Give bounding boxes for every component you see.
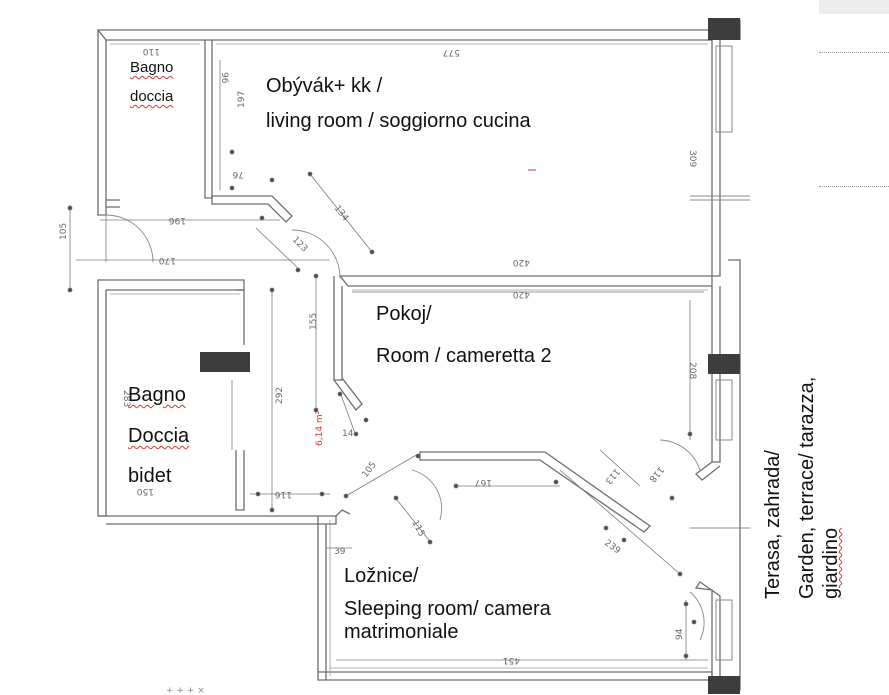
room-label-pokoj-1: Pokoj/ xyxy=(376,303,432,325)
pillar xyxy=(708,18,740,40)
area-label: 6,14 m² xyxy=(315,410,325,446)
dim-label: 239 xyxy=(602,538,622,556)
dim-label: 14 xyxy=(342,429,354,439)
room-label-loznice-3: matrimoniale xyxy=(344,621,459,643)
dim-label: 116 xyxy=(275,489,292,499)
door-swing xyxy=(105,214,154,263)
room-label-bagno-large-3: bidet xyxy=(128,465,172,487)
wall-room-left xyxy=(333,276,343,381)
wall-bath-bottom xyxy=(106,199,120,208)
dim-label: 420 xyxy=(513,289,530,299)
wall-left-bath xyxy=(97,30,107,216)
wall-diagonal xyxy=(419,451,652,533)
dim-label: 76 xyxy=(232,169,244,179)
dim-label: 150 xyxy=(137,486,154,496)
door-swing xyxy=(689,591,705,641)
dim-label: 113 xyxy=(603,466,622,486)
room-label-loznice-1: Ložnice/ xyxy=(344,565,419,587)
room-label-bagno-small-1: Bagno xyxy=(130,59,174,76)
dim-label: 292 xyxy=(275,387,285,404)
wall-bath-partition xyxy=(204,40,213,199)
dim-label: 155 xyxy=(309,313,319,330)
wall-bath-large-right xyxy=(236,289,245,345)
wall-outline-right xyxy=(728,259,741,691)
door-swing xyxy=(291,229,341,279)
room-label-living-1: Obývák+ kk / xyxy=(266,75,383,97)
wall-bath-large-bottom xyxy=(98,515,337,525)
dim-label: 115 xyxy=(409,519,426,539)
pillar xyxy=(200,352,250,372)
dotted-rule xyxy=(819,52,889,53)
dim-label: 196 xyxy=(169,215,186,225)
room-label-bagno-large-1: Bagno xyxy=(128,384,186,406)
dim-label: 96 xyxy=(219,72,229,84)
dim-label: 167 xyxy=(475,477,492,487)
dim-label: 170 xyxy=(159,255,176,265)
wall-room-angle xyxy=(333,377,363,411)
wall-bed-left xyxy=(317,516,327,681)
wall-bed-bottom xyxy=(318,671,713,681)
dim-label: 123 xyxy=(290,235,309,254)
wall-right-upper xyxy=(711,40,721,277)
pillar xyxy=(708,354,740,374)
dim-label: 94 xyxy=(675,628,685,640)
dim-label: 105 xyxy=(360,460,378,480)
dim-label: 283 xyxy=(121,390,131,407)
wall-bath-large-right-low xyxy=(235,450,245,511)
room-label-living-2: living room / soggiorno cucina xyxy=(266,110,531,132)
dim-label: 577 xyxy=(443,47,460,57)
door-swing xyxy=(411,469,443,521)
terrace-label-1: Terasa, zahrada/ xyxy=(762,450,784,599)
door-swing xyxy=(659,439,701,471)
room-label-pokoj-2: Room / cameretta 2 xyxy=(376,345,552,367)
terrace-label-3: giardino xyxy=(820,527,842,599)
dim-label: 110 xyxy=(143,46,160,56)
dim-label: 309 xyxy=(687,150,697,167)
dim-label: 118 xyxy=(646,464,665,484)
dim-label: 208 xyxy=(687,362,697,379)
corner-grey-box xyxy=(819,0,889,14)
wall-stub xyxy=(211,195,293,223)
dim-label: 197 xyxy=(237,91,247,108)
terrace-label-2: Garden, terrace/ tarazza, xyxy=(796,376,818,599)
wall-right-angle xyxy=(695,461,721,481)
pillar xyxy=(708,676,740,694)
wall-living-room xyxy=(338,275,713,287)
wall-top xyxy=(96,29,713,41)
dotted-rule xyxy=(819,186,889,187)
room-label-bagno-large-2: Doccia xyxy=(128,425,190,447)
dim-label: 105 xyxy=(59,223,69,240)
dim-label: 39 xyxy=(334,547,346,557)
dim-label: 451 xyxy=(503,655,520,665)
svg-text:+ + + ×: + + + × xyxy=(166,686,205,695)
dim-label: 420 xyxy=(513,257,530,267)
room-label-bagno-small-2: doccia xyxy=(130,88,174,105)
wall-bed-door xyxy=(335,509,351,517)
room-label-loznice-2: Sleeping room/ camera xyxy=(344,598,551,620)
